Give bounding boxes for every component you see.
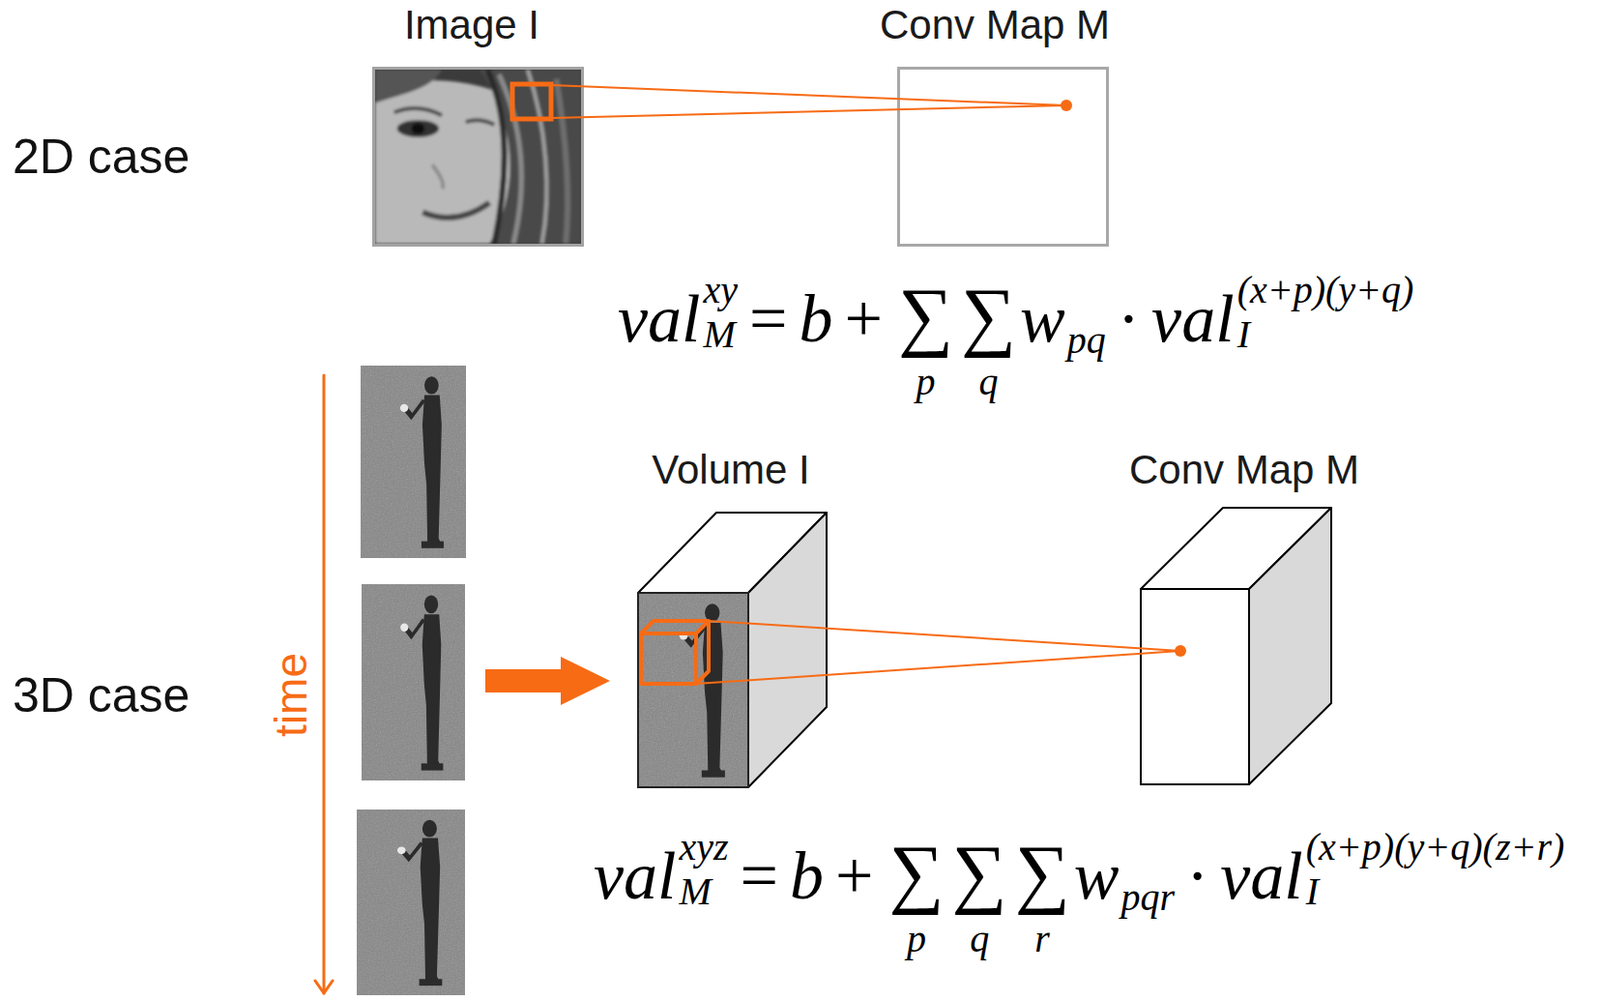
box-heading: Volume I [651,444,812,495]
formula-operator: + [844,281,883,356]
cube-front [638,592,749,787]
receptive-field [512,84,552,119]
volume-box: Volume I [632,444,834,795]
case-label: 3D case [12,668,190,725]
receptive-cube [640,620,709,684]
superscript: (x+p)(y+q)(z+r) [1306,824,1566,870]
formula-operator: · [1117,281,1140,356]
time-arrow [315,375,333,993]
time-label-holder: time [249,669,334,721]
case-label: 2D case [12,129,190,186]
conv-map-volume: Conv Map M [1125,444,1364,792]
sum-sign: ∑ [960,276,1017,354]
subscript: M [703,312,736,357]
output-dot [1174,644,1187,657]
time-label: time [265,652,318,737]
subscript: pq [1067,318,1106,362]
output-dot [1060,99,1073,112]
case-label-holder: 3D case [12,668,190,725]
formula-symbol: val [1220,838,1304,913]
conv-map-volume-shape [1138,505,1336,788]
sum-sign: ∑ [898,276,954,354]
formula-symbol: w [1019,281,1066,356]
script-stack: (x+p)(y+q)I [1237,267,1415,357]
conv-map-box-shape [897,66,1109,247]
box-heading: Conv Map M [1129,444,1362,495]
sum-index: q [979,359,999,405]
sum-group: ∑r [1015,833,1071,961]
sum-index: q [969,916,990,961]
cube-side [748,512,827,787]
case-label-holder: 2D case [12,129,190,186]
subscript: I [1306,869,1319,914]
formula-symbol: b [799,281,834,356]
box-heading: Image I [404,0,542,51]
formula-operator: = [749,281,787,356]
image-border [374,68,583,246]
sum-group: ∑p [898,276,954,405]
sum-sign: ∑ [1015,833,1071,911]
sum-group: ∑p [889,833,945,961]
script-stack: xyM [703,267,739,357]
video-frame [360,365,466,558]
sum-sign: ∑ [889,833,945,911]
sum-index: p [906,916,927,961]
volume-face [638,592,749,787]
formula: valxyzM=b+∑p∑q∑rwpqr·val(x+p)(y+q)(z+r)I [593,824,1565,961]
image-box-shape [372,66,584,247]
sum-sign: ∑ [952,833,1008,911]
box-heading: Conv Map M [879,0,1112,51]
map-border [898,68,1107,246]
video-frame [361,583,466,781]
sum-group: ∑q [960,276,1017,405]
cube-side [1249,507,1332,785]
superscript: (x+p)(y+q) [1237,267,1415,313]
script-stack: (x+p)(y+q)(z+r)I [1306,824,1566,914]
image-box: Image I [368,0,588,251]
superscript: xy [703,267,739,313]
cube-front [1140,588,1250,785]
sum-group: ∑q [952,833,1008,961]
subscript: pqr [1120,874,1175,919]
face-image [375,69,582,244]
formula-symbol: w [1074,838,1120,913]
formula-operator: + [835,838,873,913]
superscript: xyz [679,824,729,870]
script-stack: xyzM [679,824,729,914]
sum-index: r [1034,916,1050,961]
subscript: I [1237,312,1251,357]
formula-operator: = [740,838,779,913]
formula-symbol: val [593,838,677,913]
formula-symbol: val [1151,281,1235,356]
formula: valxyM=b+∑p∑qwpq·val(x+p)(y+q)I [617,267,1414,405]
volume-box-shape [636,510,830,791]
formula-symbol: b [789,838,824,913]
sum-index: p [916,359,936,405]
video-frame [356,809,466,995]
formula-symbol: val [617,281,701,356]
stack-arrow [485,656,611,705]
conv-map-box: Conv Map M [875,0,1114,251]
formula-operator: · [1186,838,1209,913]
subscript: M [679,869,712,914]
